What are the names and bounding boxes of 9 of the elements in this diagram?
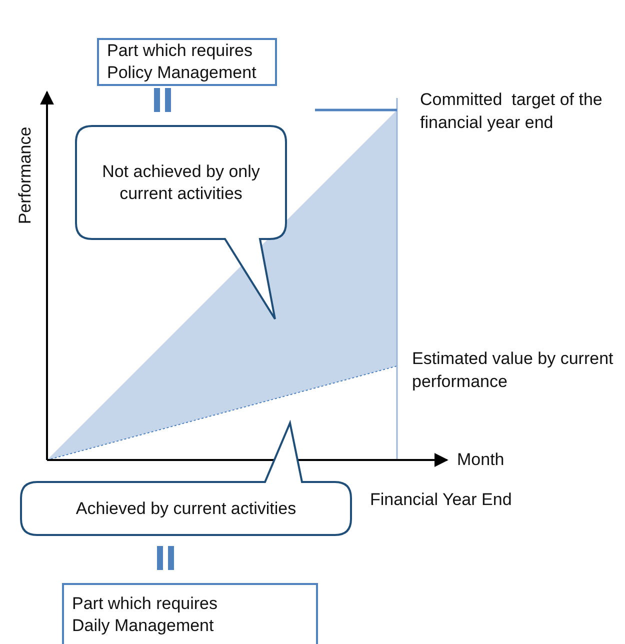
axis-title: Performance <box>14 126 36 226</box>
text-box: Part which requires Policy Management <box>97 38 277 86</box>
text-box: Part which requires Daily Management <box>62 583 318 644</box>
speech-callout: Not achieved by only current activities <box>75 125 287 321</box>
axis-title: Month <box>457 449 506 471</box>
estimate-label: Estimated value by current performance <box>412 348 614 393</box>
target-label: Committed target of the financial year end <box>420 89 604 134</box>
speech-callout: Achieved by current activities <box>20 420 354 538</box>
year-end-label: Financial Year End <box>370 489 513 511</box>
